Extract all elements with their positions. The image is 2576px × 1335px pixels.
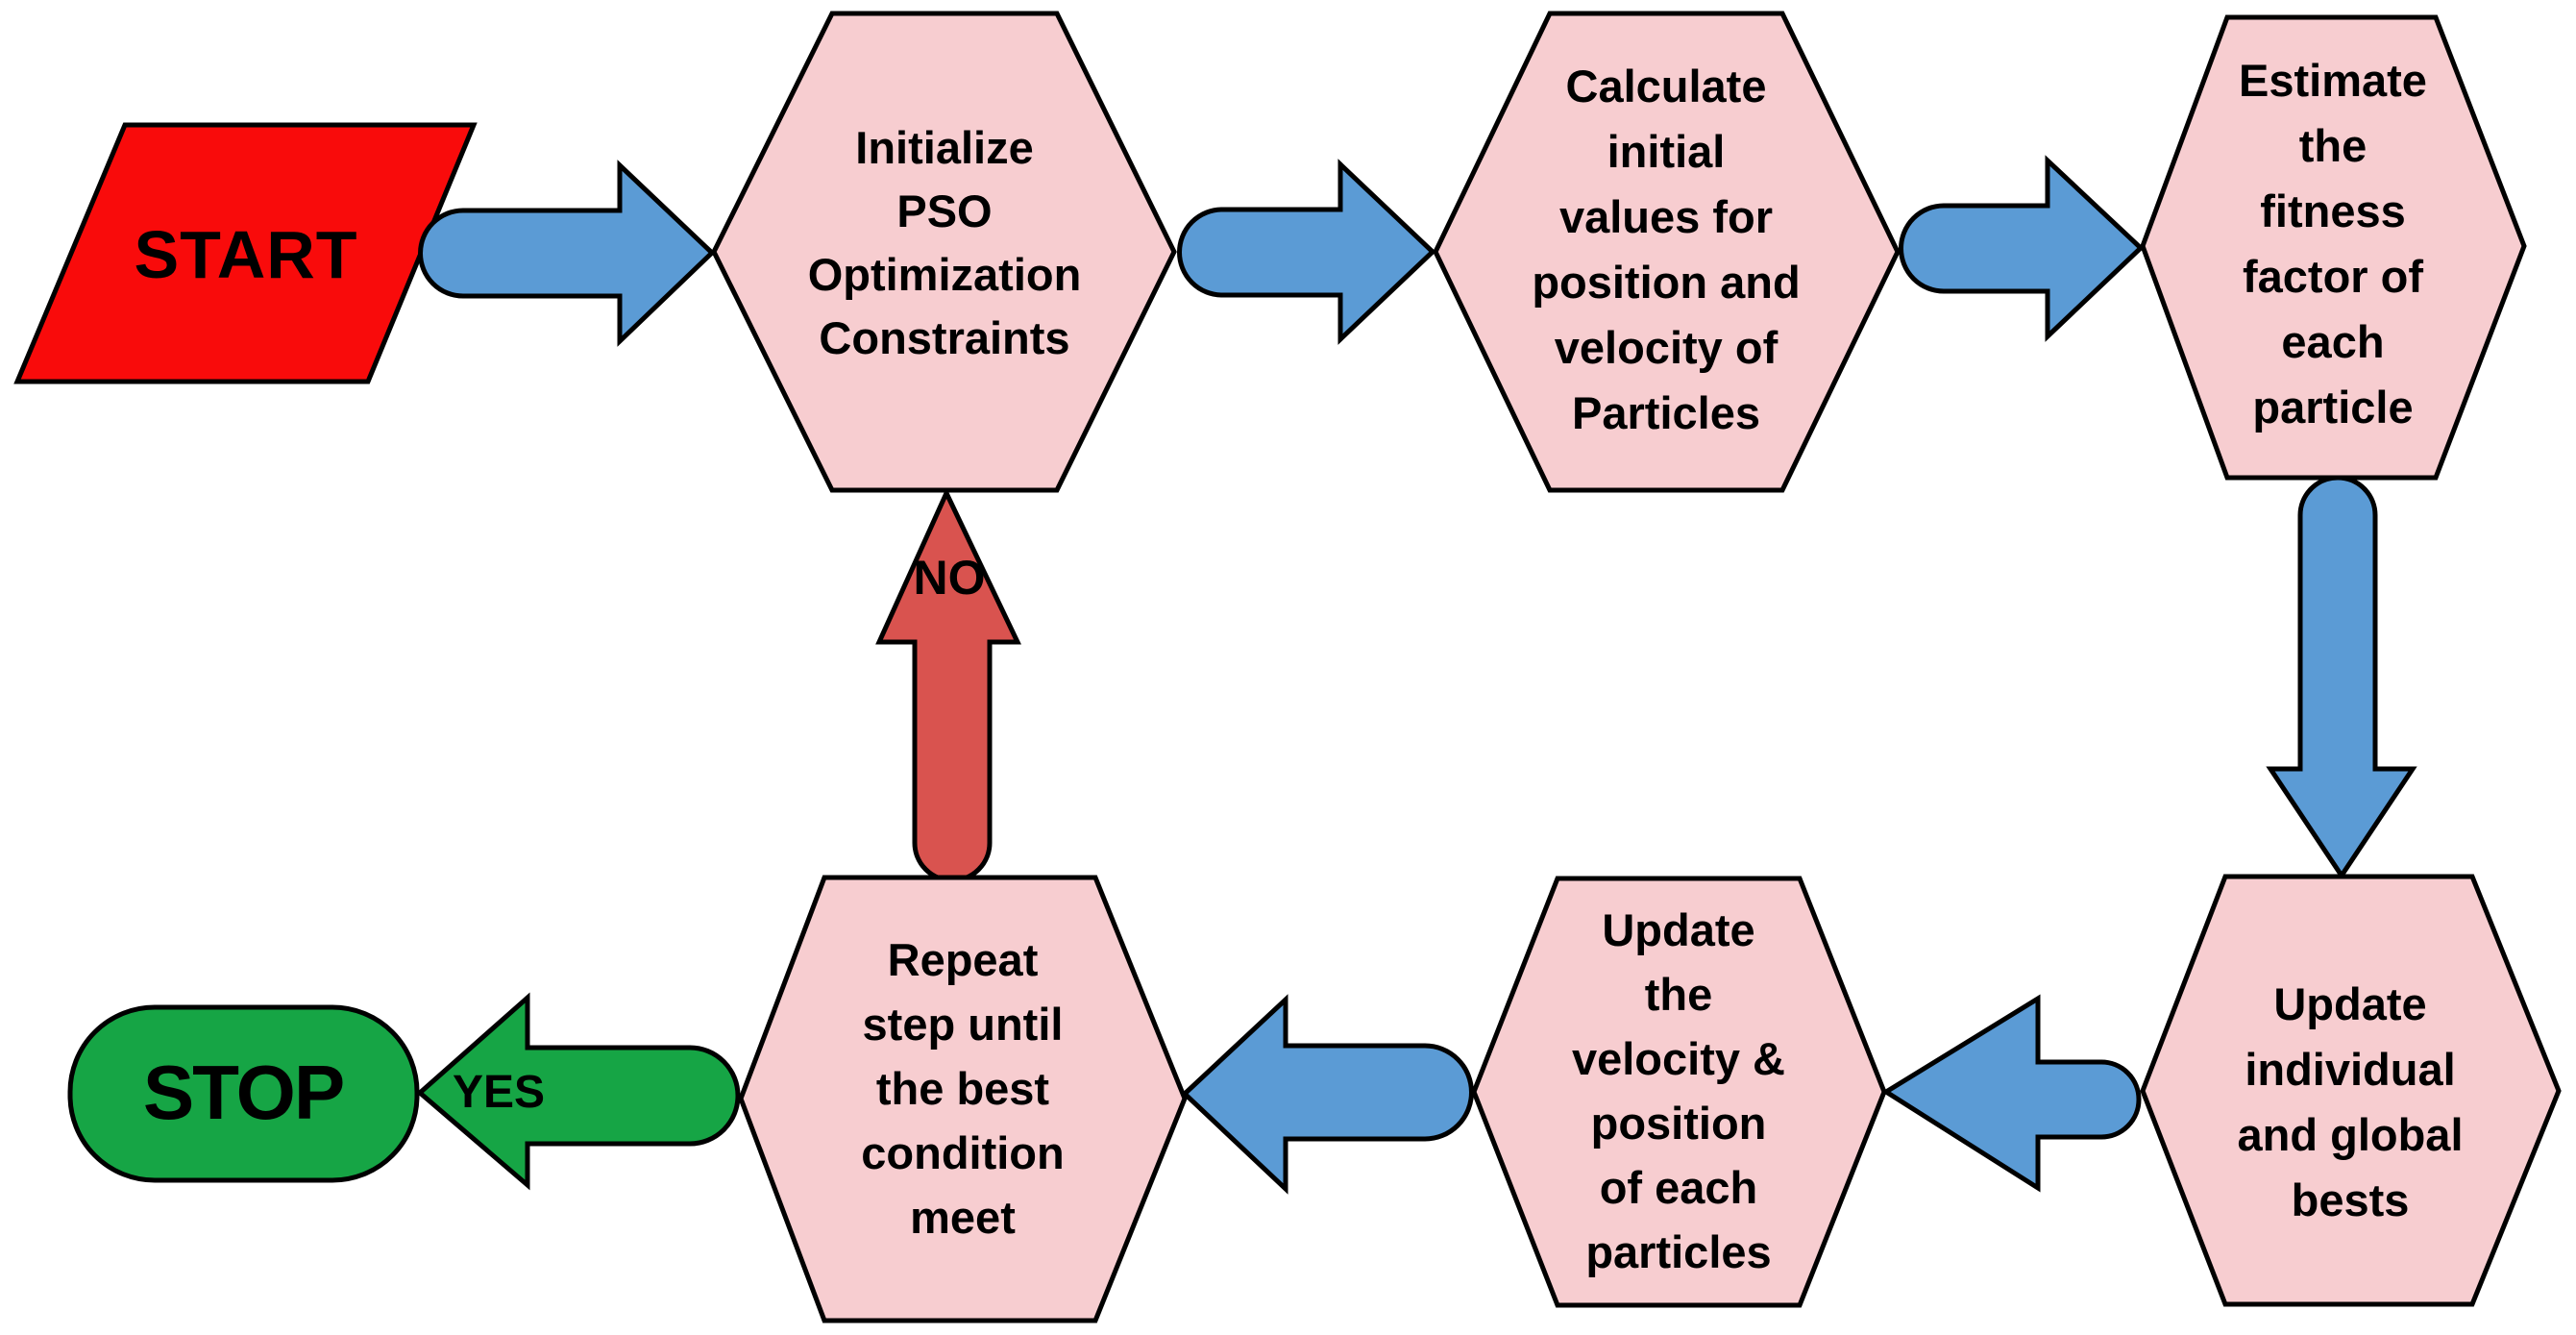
svg-text:each: each: [2281, 316, 2384, 367]
arrow-updatevelocity-to-repeat: [1181, 994, 1474, 1195]
svg-text:particle: particle: [2252, 382, 2413, 433]
svg-text:step until: step until: [863, 999, 1064, 1050]
arrow-calculate-to-estimate: [1899, 155, 2145, 342]
svg-text:the best: the best: [876, 1063, 1050, 1114]
update-velocity-label: Update the velocity & position of each p…: [1572, 904, 1785, 1277]
initialize-hexagon: [711, 11, 1177, 493]
node-stop: [67, 1004, 420, 1183]
node-initialize: [711, 11, 1177, 493]
stop-shape: [67, 1004, 420, 1183]
start-shape: [13, 122, 478, 384]
update-bests-hexagon: [2140, 874, 2562, 1307]
node-repeat: [738, 875, 1188, 1323]
svg-text:condition: condition: [861, 1127, 1064, 1178]
node-estimate: [2140, 14, 2527, 481]
yes-arrow: [416, 992, 741, 1191]
svg-text:factor of: factor of: [2243, 251, 2423, 302]
node-calculate: [1433, 11, 1901, 493]
svg-text:and global: and global: [2238, 1109, 2464, 1160]
arrow-initialize-to-calculate: [1177, 159, 1436, 345]
calculate-label: Calculate initial values for position an…: [1532, 61, 1800, 438]
estimate-label: Estimate the fitness factor of each part…: [2239, 55, 2427, 433]
svg-text:bests: bests: [2292, 1174, 2410, 1225]
svg-text:Optimization: Optimization: [808, 249, 1082, 300]
repeat-label: Repeat step until the best condition mee…: [861, 934, 1064, 1243]
svg-text:position and: position and: [1532, 257, 1800, 308]
svg-text:fitness: fitness: [2260, 185, 2406, 236]
start-label: START: [134, 217, 357, 292]
node-start: [13, 122, 478, 384]
svg-text:the: the: [2299, 120, 2367, 171]
arrow-estimate-to-updatebests: [2266, 475, 2417, 880]
svg-text:initial: initial: [1607, 126, 1726, 177]
stop-label: STOP: [143, 1050, 343, 1135]
svg-text:Update: Update: [2273, 978, 2426, 1029]
svg-text:values for: values for: [1559, 191, 1773, 242]
no-label: NO: [914, 551, 986, 605]
arrow-updatebests-to-updatevelocity: [1881, 994, 2142, 1193]
connector-yes: [416, 992, 741, 1191]
calculate-hexagon: [1433, 11, 1901, 493]
node-update-velocity: [1471, 876, 1887, 1308]
svg-text:Calculate: Calculate: [1566, 61, 1767, 111]
svg-text:of each: of each: [1600, 1162, 1758, 1213]
svg-text:individual: individual: [2245, 1044, 2455, 1095]
svg-text:Initialize: Initialize: [855, 122, 1033, 173]
update-velocity-hexagon: [1471, 876, 1887, 1308]
repeat-hexagon: [738, 875, 1188, 1323]
svg-text:particles: particles: [1585, 1226, 1771, 1277]
update-bests-label: Update individual and global bests: [2238, 978, 2464, 1225]
svg-text:Update: Update: [1602, 904, 1754, 955]
arrow-start-to-initialize: [418, 160, 716, 347]
initialize-label: Initialize PSO Optimization Constraints: [808, 122, 1082, 363]
svg-text:Estimate: Estimate: [2239, 55, 2427, 106]
svg-text:Repeat: Repeat: [888, 934, 1039, 985]
node-update-bests: [2140, 874, 2562, 1307]
svg-text:velocity of: velocity of: [1555, 322, 1779, 373]
estimate-hexagon: [2140, 14, 2527, 481]
svg-text:velocity &: velocity &: [1572, 1033, 1785, 1084]
svg-text:position: position: [1591, 1098, 1767, 1149]
svg-text:PSO: PSO: [896, 185, 992, 236]
svg-text:Constraints: Constraints: [819, 312, 1069, 363]
svg-text:meet: meet: [910, 1192, 1016, 1243]
svg-text:Particles: Particles: [1572, 387, 1760, 438]
yes-label: YES: [453, 1067, 545, 1118]
svg-text:the: the: [1645, 969, 1713, 1020]
